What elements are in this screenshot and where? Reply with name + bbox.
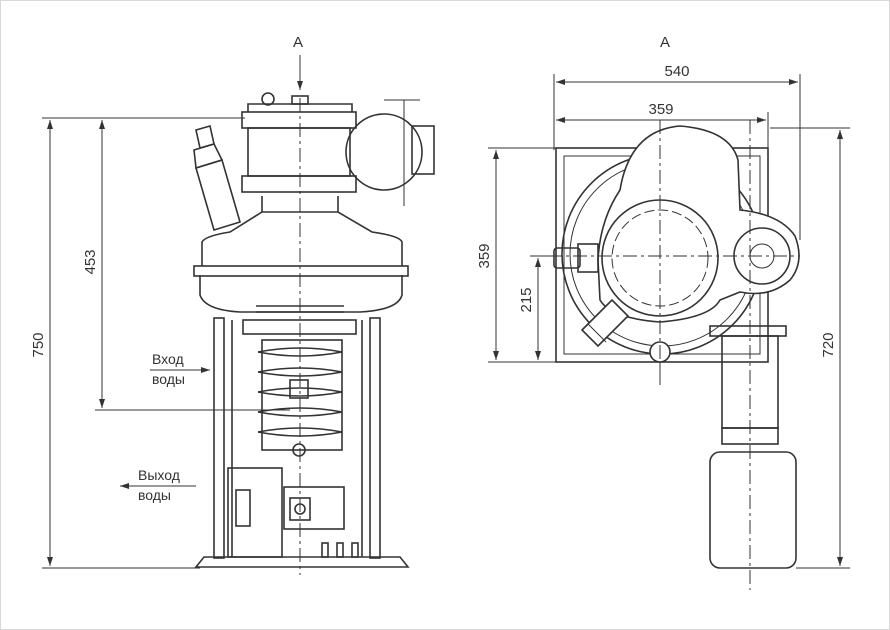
side-nozzle	[553, 243, 599, 273]
dim-width-total: 540	[553, 63, 801, 240]
svg-text:750: 750	[30, 332, 47, 357]
motor	[345, 99, 435, 206]
top-view-a: A	[476, 34, 850, 590]
front-view: A	[30, 34, 435, 575]
section-label-right: A	[660, 34, 670, 51]
water-outlet-label: Выход воды	[120, 467, 196, 503]
svg-text:Выход: Выход	[138, 467, 180, 483]
water-inlet-label: Вход воды	[150, 351, 210, 387]
inlet-pipe	[193, 124, 241, 232]
upper-housing	[241, 92, 357, 193]
svg-text:215: 215	[518, 287, 535, 312]
inlet-nozzle-top	[580, 298, 630, 348]
control-box	[227, 467, 359, 558]
svg-text:720: 720	[820, 332, 837, 357]
svg-text:359: 359	[476, 243, 493, 268]
dim-width-body: 359	[556, 101, 769, 150]
svg-text:453: 453	[82, 249, 99, 274]
support-frame	[213, 317, 381, 559]
base-plate	[194, 556, 410, 568]
svg-text:Вход: Вход	[152, 351, 184, 367]
section-label-left: A	[293, 34, 303, 51]
dim-total-height: 750	[30, 117, 245, 569]
svg-text:540: 540	[664, 63, 689, 80]
svg-text:воды: воды	[138, 487, 171, 503]
separator-bowl	[193, 196, 409, 313]
dim-height-axis: 215	[518, 255, 552, 360]
svg-text:359: 359	[648, 101, 673, 118]
svg-text:воды: воды	[152, 371, 185, 387]
dim-height-right: 720	[770, 127, 850, 569]
dim-inlet-height: 453	[82, 120, 290, 411]
dim-height-body: 359	[476, 147, 556, 363]
heat-coil	[257, 339, 343, 457]
